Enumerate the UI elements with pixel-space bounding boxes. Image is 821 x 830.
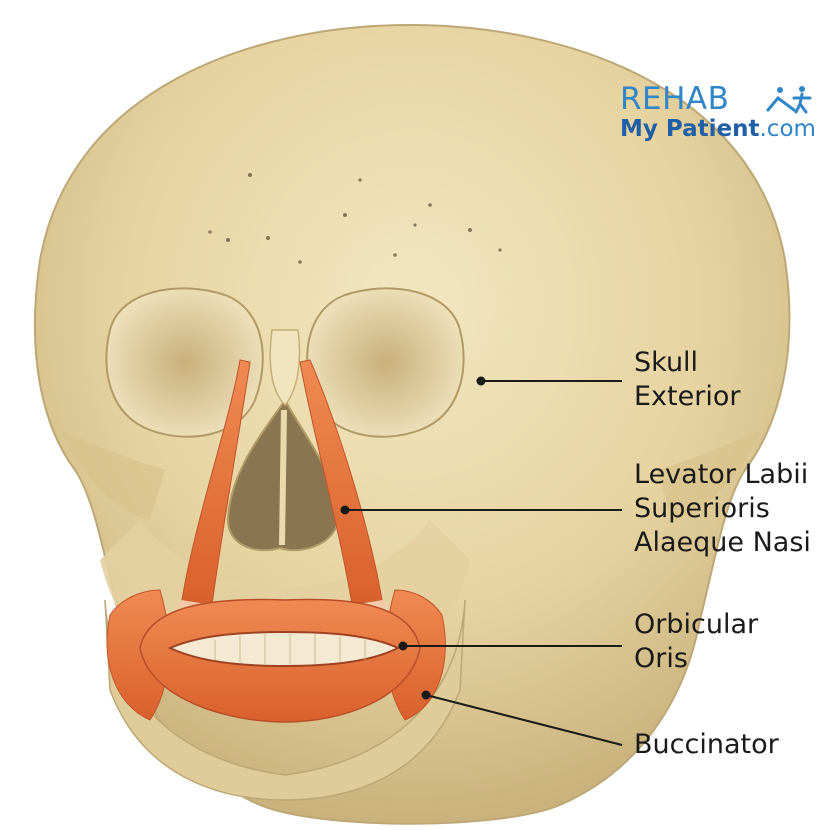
logo-brand-suffix: .com [760,116,816,142]
figures-icon [764,84,821,114]
logo-brand-bottom: My Patient.com [620,114,816,144]
label-buccinator: Buccinator [634,728,779,762]
label-orbicular-oris: Orbicular Oris [634,608,758,676]
label-skull-exterior: Skull Exterior [634,346,740,414]
logo-brand-top: REHAB [620,82,729,116]
label-levator-labii: Levator Labii Superioris Alaeque Nasi [634,458,811,560]
rehab-my-patient-logo: REHAB My Patient.com [620,82,821,152]
